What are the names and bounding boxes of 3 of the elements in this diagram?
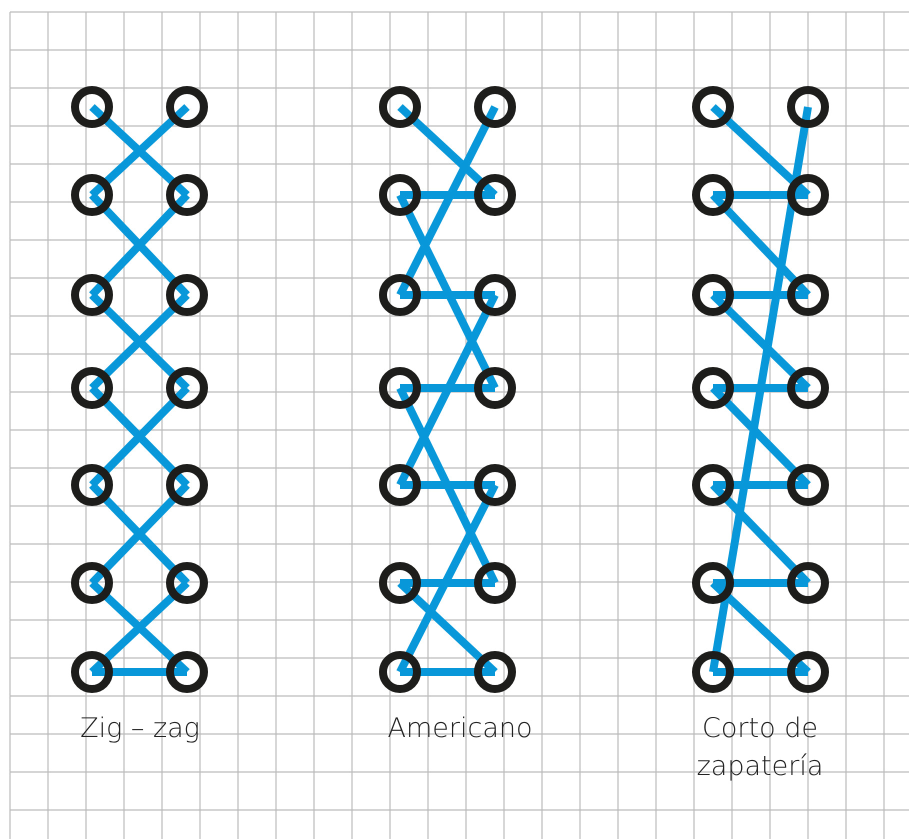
lacing-caption: Americano <box>386 712 534 746</box>
lacing-caption: Corto de zapatería <box>696 712 824 784</box>
lacing-caption: Zig – zag <box>79 712 201 746</box>
